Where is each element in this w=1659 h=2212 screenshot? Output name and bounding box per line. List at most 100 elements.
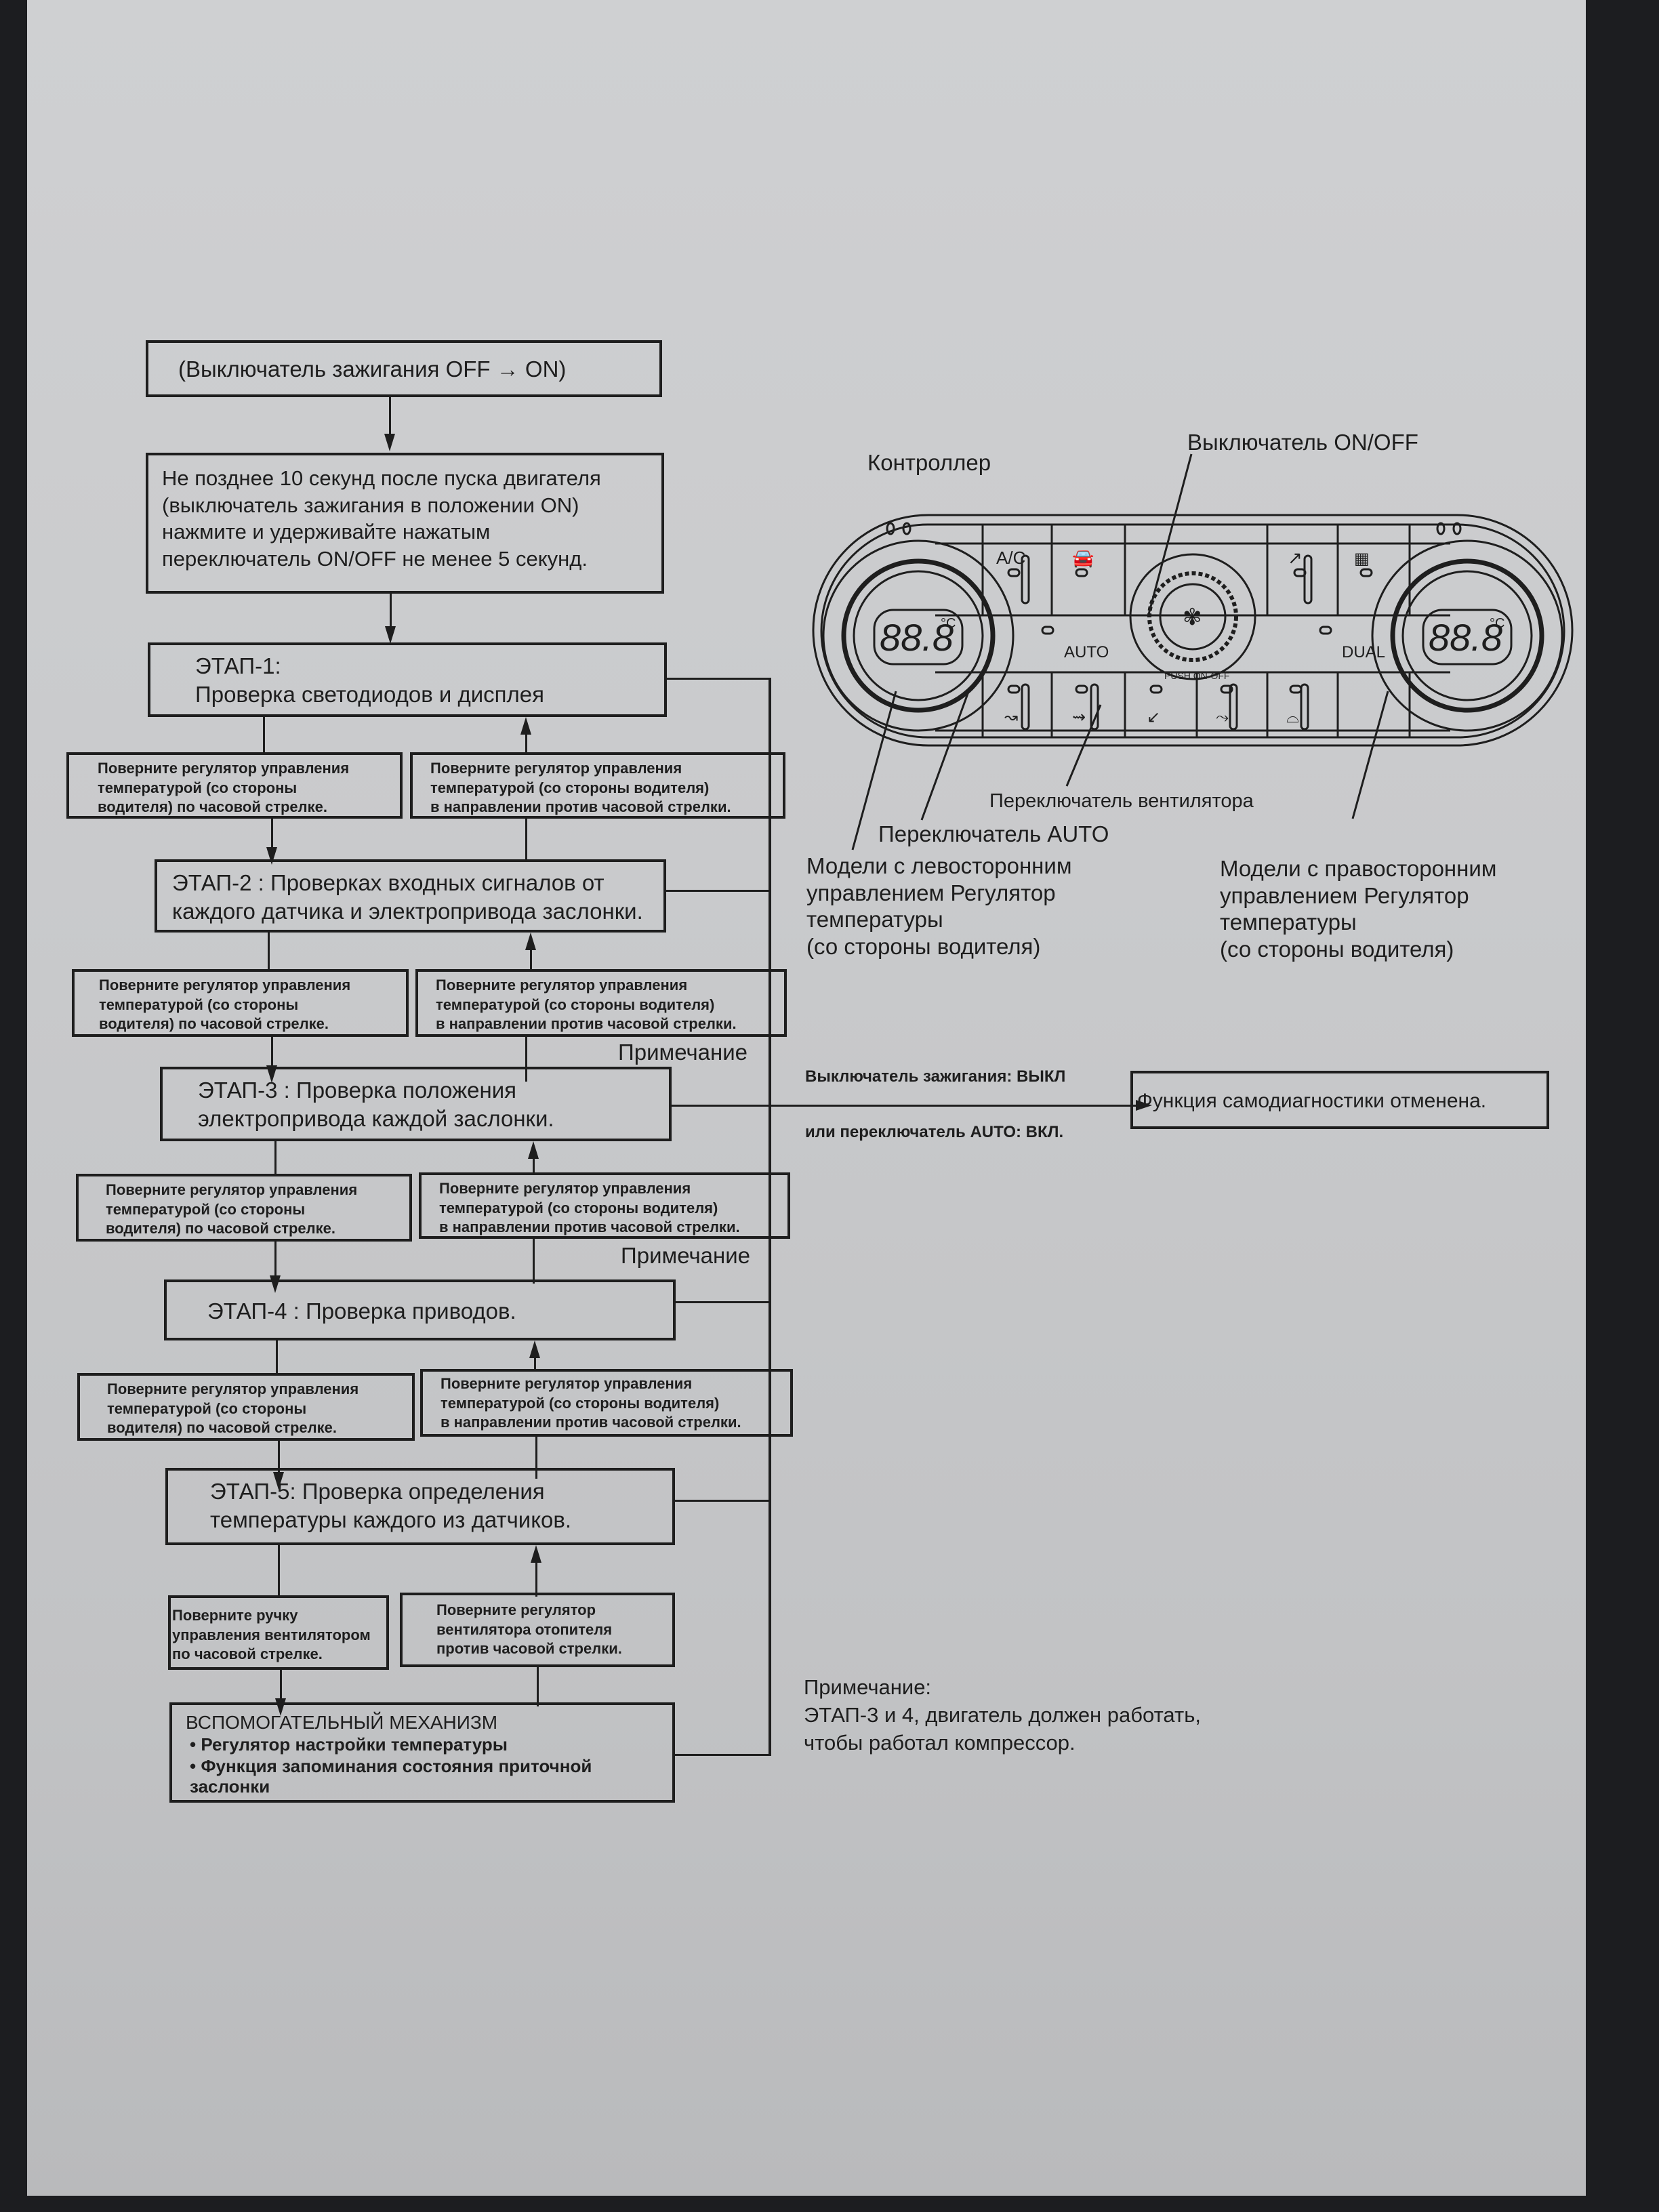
note-label: Примечание — [618, 1040, 748, 1065]
connector — [535, 1560, 537, 1597]
aux-item: • Функция запоминания состояния приточно… — [190, 1756, 592, 1797]
connector — [271, 819, 273, 853]
connector — [263, 717, 265, 752]
stage-5-text: ЭТАП-5: Проверка определения температуры… — [210, 1479, 572, 1533]
connector — [525, 819, 527, 862]
turn-ccw-text: Поверните регулятор управления температу… — [430, 760, 731, 816]
loop-connector — [675, 1754, 771, 1756]
connector — [389, 397, 391, 439]
start-box: (Выключатель зажигания OFF → ON) — [146, 340, 662, 397]
callout-auto: Переключатель AUTO — [878, 821, 1109, 846]
aux-title: ВСПОМОГАТЕЛЬНЫЙ МЕХАНИЗМ — [186, 1712, 498, 1733]
arrow-up-icon — [531, 1545, 541, 1563]
connector — [274, 1141, 276, 1174]
ac-button-label: A/C — [996, 548, 1025, 568]
arrow-right-icon — [1136, 1100, 1152, 1111]
vent-face-icon: ↗ — [1288, 548, 1303, 568]
stage-3-box: ЭТАП-3 : Проверка положения электроприво… — [160, 1067, 672, 1141]
controller-title: Контроллер — [867, 450, 991, 475]
mode-face-icon: ↝ — [1004, 708, 1018, 726]
turn-ccw-box-4: Поверните регулятор управления температу… — [420, 1369, 793, 1437]
display-unit-left: °C — [941, 616, 956, 631]
fan-icon: ✾ — [1183, 605, 1202, 630]
stage-1-text: ЭТАП-1: Проверка светодиодов и дисплея — [195, 653, 545, 708]
display-left: 88.8 — [880, 616, 954, 659]
connector — [268, 933, 270, 972]
fan-cw-text: Поверните ручку управления вентилятором … — [172, 1607, 371, 1663]
connector — [271, 1037, 273, 1071]
start-text: (Выключатель зажигания OFF → ON) — [178, 356, 567, 382]
climate-control-panel: 88.8 °C 88.8 °C A/C AUTO DUAL ✾ PUSH ON·… — [812, 514, 1574, 747]
turn-ccw-text: Поверните регулятор управления температу… — [441, 1375, 741, 1431]
loop-line — [769, 678, 771, 1755]
stage-3-text: ЭТАП-3 : Проверка положения электроприво… — [198, 1078, 554, 1132]
connector — [535, 1437, 537, 1479]
auto-button-label: AUTO — [1064, 643, 1109, 661]
connector — [390, 594, 392, 632]
arrow-up-icon — [525, 933, 536, 950]
mode-bilevel-icon: ⇝ — [1072, 708, 1086, 726]
arrow-up-icon — [529, 1340, 540, 1358]
connector — [534, 1355, 536, 1372]
note-label: Примечание — [621, 1243, 751, 1268]
display-unit-right: °C — [1490, 616, 1504, 631]
connector — [274, 1242, 276, 1281]
connector — [533, 1156, 535, 1174]
connector — [537, 1667, 539, 1706]
instruction-box: Не позднее 10 секунд после пуска двигате… — [146, 453, 664, 594]
display-right: 88.8 — [1429, 616, 1502, 659]
callout-on-off: Выключатель ON/OFF — [1187, 430, 1418, 455]
connector — [280, 1670, 282, 1704]
connector — [525, 1037, 527, 1082]
arrow-down-icon — [384, 434, 395, 451]
instruction-text: Не позднее 10 секунд после пуска двигате… — [162, 466, 601, 571]
turn-cw-box-4: Поверните регулятор управления температу… — [77, 1373, 415, 1441]
arrow-down-icon — [266, 1065, 277, 1083]
stage-1-box: ЭТАП-1: Проверка светодиодов и дисплея — [148, 642, 667, 717]
callout-fan: Переключатель вентилятора — [989, 790, 1254, 812]
connector — [278, 1545, 280, 1597]
aux-mechanism-box: ВСПОМОГАТЕЛЬНЫЙ МЕХАНИЗМ • Регулятор нас… — [169, 1702, 675, 1803]
stage-4-box: ЭТАП-4 : Проверка приводов. — [164, 1279, 676, 1340]
fan-ccw-box: Поверните регулятор вентилятора отопител… — [400, 1593, 675, 1667]
loop-connector — [667, 678, 770, 680]
document-page: (Выключатель зажигания OFF → ON) Не позд… — [27, 0, 1586, 2196]
connector — [533, 1239, 535, 1284]
turn-cw-box-3: Поверните регулятор управления температу… — [76, 1174, 412, 1242]
loop-connector — [666, 890, 770, 892]
cancel-result-box: Функция самодиагностики отменена. — [1130, 1071, 1549, 1129]
cancel-condition-1: Выключатель зажигания: ВЫКЛ — [805, 1067, 1066, 1086]
connector-to-cancel — [672, 1105, 1139, 1107]
stage-4-text: ЭТАП-4 : Проверка приводов. — [207, 1298, 516, 1324]
turn-cw-text: Поверните регулятор управления температу… — [99, 977, 351, 1033]
knob-label: PUSH ON·OFF — [1164, 670, 1229, 681]
turn-cw-text: Поверните регулятор управления температу… — [107, 1380, 359, 1437]
arrow-up-icon — [520, 717, 531, 735]
fan-cw-box: Поверните ручку управления вентилятором … — [168, 1595, 389, 1670]
arrow-down-icon — [385, 626, 396, 644]
stage-5-box: ЭТАП-5: Проверка определения температуры… — [165, 1468, 675, 1545]
stage-2-box: ЭТАП-2 : Проверках входных сигналов от к… — [155, 859, 666, 933]
turn-ccw-box-2: Поверните регулятор управления температу… — [415, 969, 787, 1037]
turn-cw-box-1: Поверните регулятор управления температу… — [66, 752, 403, 819]
cancel-result-text: Функция самодиагностики отменена. — [1137, 1090, 1487, 1112]
fan-ccw-text: Поверните регулятор вентилятора отопител… — [436, 1601, 622, 1658]
rear-defrost-icon: ▦ — [1354, 550, 1370, 568]
recirc-icon: 🚘 — [1072, 548, 1094, 568]
connector — [530, 947, 532, 972]
connector — [278, 1441, 280, 1477]
turn-cw-box-2: Поверните регулятор управления температу… — [72, 969, 409, 1037]
connector — [276, 1340, 278, 1374]
arrow-down-icon — [273, 1472, 284, 1490]
turn-ccw-box-1: Поверните регулятор управления температу… — [410, 752, 785, 819]
turn-cw-text: Поверните регулятор управления температу… — [106, 1181, 358, 1237]
callout-lhd: Модели с левосторонним управлением Регул… — [806, 853, 1072, 959]
loop-connector — [676, 1301, 770, 1303]
mode-foot-defrost-icon: ⤳ — [1216, 708, 1229, 726]
arrow-up-icon — [528, 1141, 539, 1159]
connector — [525, 732, 527, 752]
dual-button-label: DUAL — [1342, 643, 1385, 661]
turn-ccw-text: Поверните регулятор управления температу… — [439, 1180, 740, 1236]
callout-rhd: Модели с правосторонним управлением Регу… — [1220, 856, 1497, 962]
callout-lines — [851, 453, 1389, 851]
